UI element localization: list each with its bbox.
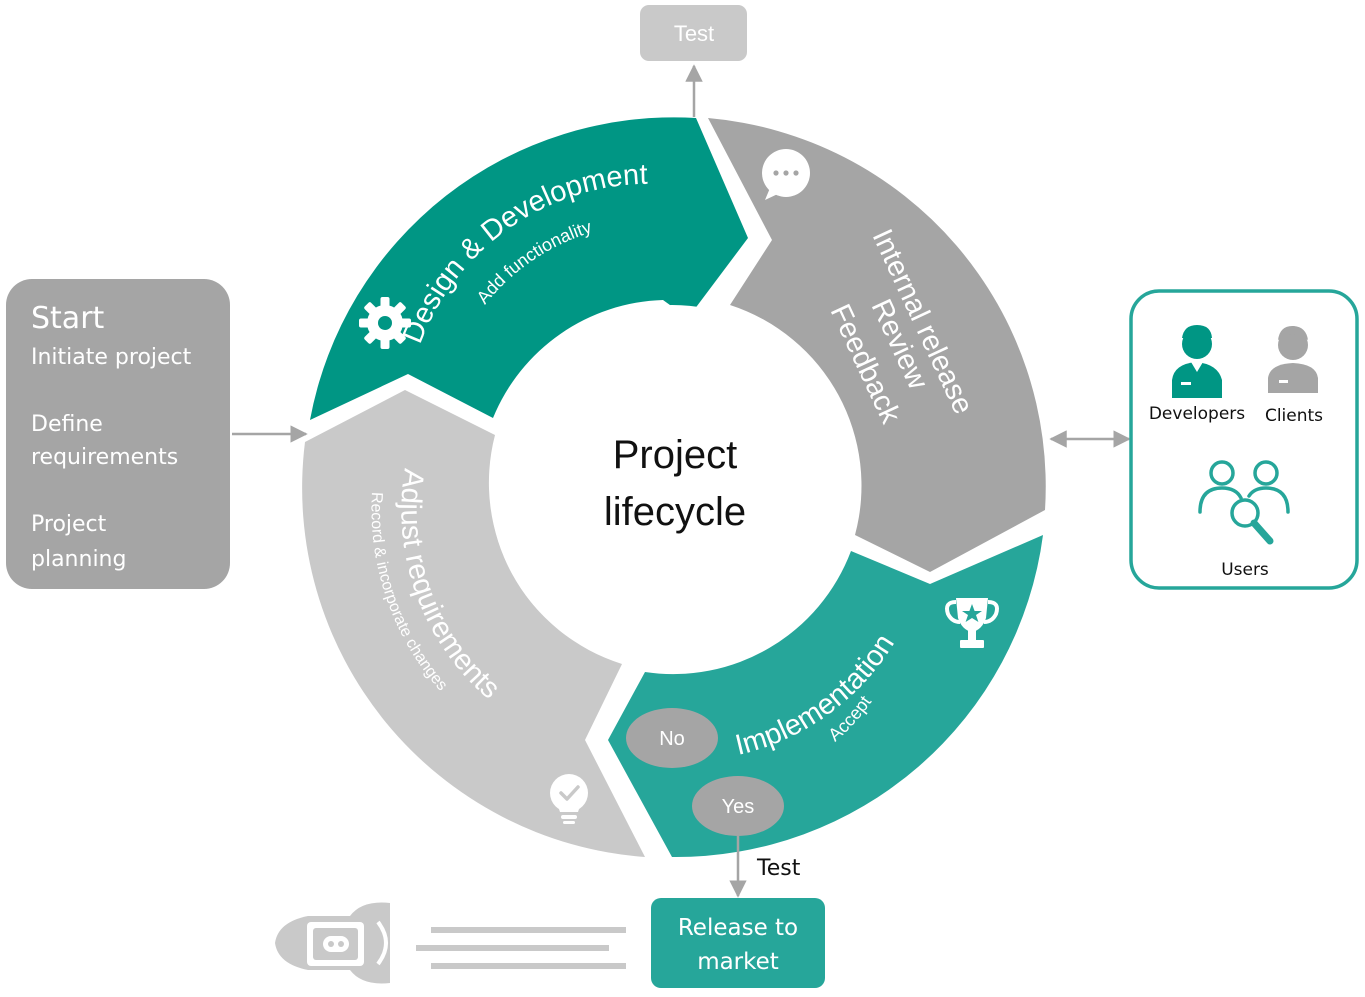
stakeholders-box xyxy=(1129,289,1359,590)
trophy-icon xyxy=(945,598,999,648)
speech-bubble-icon xyxy=(762,149,810,200)
start-box xyxy=(6,279,230,589)
release-line2: market xyxy=(697,949,779,975)
review-segment xyxy=(708,118,1046,572)
center-title-line1: Project xyxy=(613,433,738,477)
no-oval xyxy=(626,708,718,768)
adjust-segment xyxy=(302,390,645,857)
start-item-3: requirements xyxy=(31,445,178,470)
design-segment xyxy=(310,117,748,420)
implementation-segment xyxy=(608,535,1043,858)
top-test-box xyxy=(640,5,747,61)
lightbulb-icon xyxy=(550,774,588,824)
developers-label: Developers xyxy=(1149,404,1245,424)
yes-oval xyxy=(692,776,784,836)
start-item-4: Project xyxy=(31,512,107,537)
center-circle xyxy=(490,305,854,669)
bottom-test-label: Test xyxy=(756,856,801,881)
users-label: Users xyxy=(1221,560,1269,580)
rocket-icon xyxy=(275,902,390,984)
release-line1: Release to xyxy=(678,915,798,941)
release-box xyxy=(651,898,825,988)
client-icon xyxy=(1268,325,1318,393)
center-title-line2: lifecycle xyxy=(604,490,746,534)
gear-icon xyxy=(359,297,411,349)
users-search-icon xyxy=(1198,460,1290,545)
top-test-label: Test xyxy=(674,21,714,46)
yes-label: Yes xyxy=(722,796,755,818)
start-item-2: Define xyxy=(31,412,103,437)
developer-icon xyxy=(1172,325,1222,398)
start-item-1: Initiate project xyxy=(31,345,192,370)
clients-label: Clients xyxy=(1265,406,1323,426)
no-label: No xyxy=(659,728,685,750)
start-item-5: planning xyxy=(31,547,126,572)
start-title: Start xyxy=(31,301,105,336)
